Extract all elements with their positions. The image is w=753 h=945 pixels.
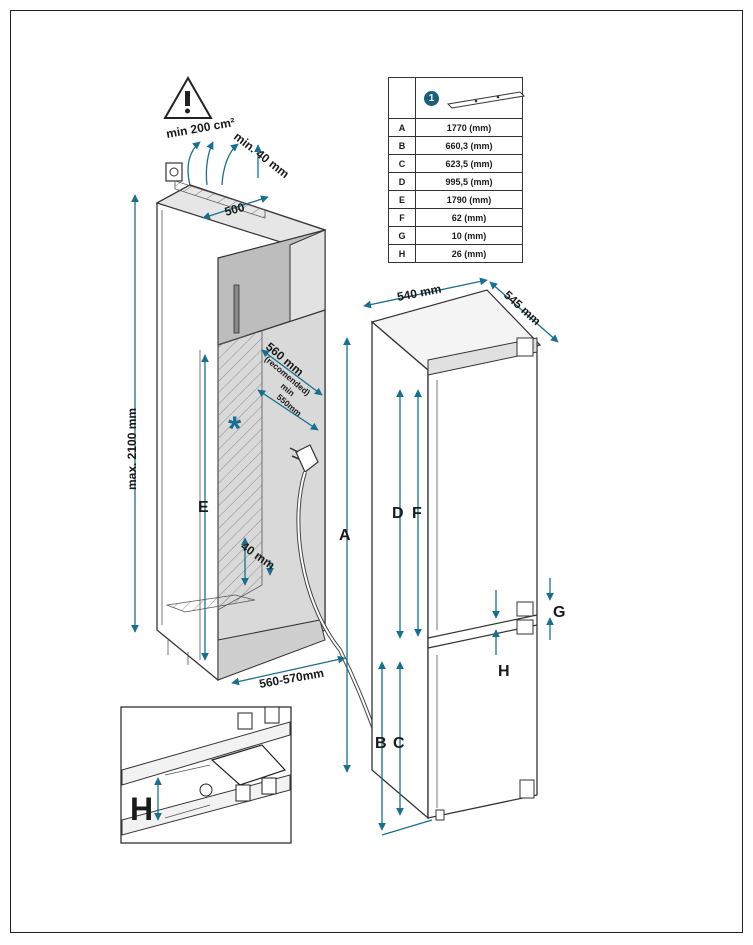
table-key: G [388, 226, 416, 245]
niche-height-label-E: E [198, 499, 209, 516]
cabinet-width-label: 500 [223, 200, 246, 219]
dim-label-D: D [392, 505, 404, 522]
dim-label-H: H [498, 663, 510, 680]
detail-dim-label-H: H [130, 791, 153, 827]
table-key: B [388, 136, 416, 155]
table-value: 10 (mm) [415, 226, 523, 245]
socket-icon [165, 162, 183, 182]
table-key: F [388, 208, 416, 227]
airflow-arrows [187, 141, 239, 186]
hinge-detail-inset [120, 706, 292, 844]
table-header-empty [388, 77, 416, 119]
appliance [343, 277, 559, 836]
table-value: 26 (mm) [415, 244, 523, 263]
table-header-row: 1 [388, 77, 526, 119]
top-gap-label: min. 40 mm [231, 129, 292, 181]
warning-icon [163, 75, 213, 119]
table-value: 62 (mm) [415, 208, 523, 227]
dim-label-C: C [393, 735, 405, 752]
page-frame [10, 10, 743, 933]
table-key: H [388, 244, 416, 263]
cabinet [131, 75, 380, 741]
table-value: 1790 (mm) [415, 190, 523, 209]
dim-label-G: G [553, 604, 565, 621]
plug-icon [289, 444, 319, 473]
asterisk-mark: * [228, 410, 242, 448]
table-key: C [388, 154, 416, 173]
bracket-badge: 1 [424, 90, 439, 106]
table-value: 1770 (mm) [415, 118, 523, 137]
table-value: 995,5 (mm) [415, 172, 523, 191]
dim-label-A: A [339, 527, 351, 544]
dim-label-F: F [412, 505, 422, 522]
table-value: 660,3 (mm) [415, 136, 523, 155]
bracket-icon [199, 706, 287, 802]
table-key: D [388, 172, 416, 191]
dim-label-B: B [375, 735, 387, 752]
cabinet-height-label: max. 2100 mm [125, 408, 139, 490]
appliance-width-label: 540 mm [396, 282, 443, 304]
table-header-bracket: 1 [415, 77, 526, 119]
table-key: E [388, 190, 416, 209]
table-value: 623,5 (mm) [415, 154, 523, 173]
table-key: A [388, 118, 416, 137]
bracket-part-icon [446, 91, 526, 109]
